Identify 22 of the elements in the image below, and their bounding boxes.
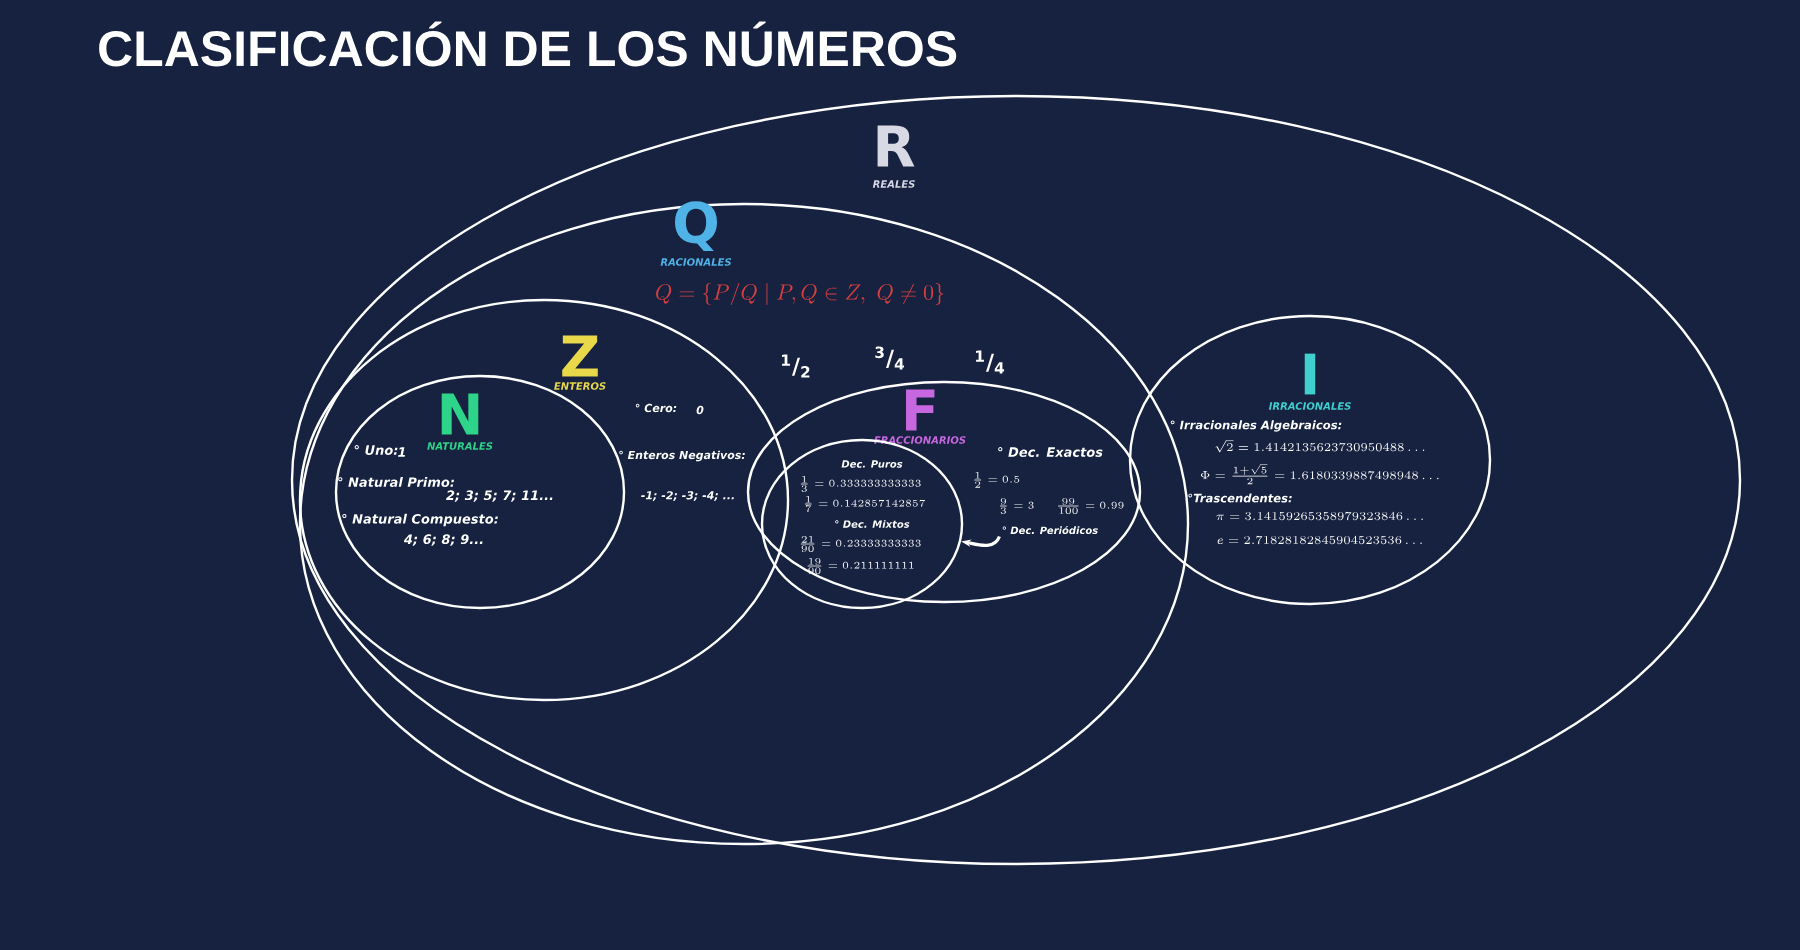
text-line: $\frac{1}{3}=0.333333333333$ — [800, 476, 921, 493]
fraction-label: $^{3}$/$_{4}$ — [875, 346, 905, 370]
text-line: $\pi=3.14159265358979323846\ldots$ — [1216, 511, 1423, 521]
text-line: $\frac{19}{90}=0.211111111$ — [807, 558, 914, 575]
fraction-label: $^{1}$/$_{4}$ — [976, 350, 1005, 374]
set-letter: I — [1304, 353, 1316, 395]
formula: $\frac{9}{3}=3$ — [999, 498, 1034, 515]
title: CLASIFICACIÓN DE LOS NÚMEROS — [99, 21, 957, 67]
formula: $\frac{1}{2}=0.5$ — [974, 472, 1020, 488]
text-line: $e=2.71828182845904523536\ldots$ — [1217, 535, 1422, 545]
set-letter: R — [877, 125, 915, 167]
fraction-label: $^{1}$/$_{2}$ — [782, 354, 810, 378]
set-letter: Q — [675, 201, 717, 251]
set-definition: $Q=\{P/Q \mid P,Q\in Z,\ Q\neq 0\}$ — [656, 283, 944, 305]
formula: $\frac{99}{100}=0.99$ — [1058, 498, 1124, 515]
text-line: $\sqrt{2}=1.4142135623730950488\ldots$ — [1215, 440, 1425, 453]
text-line: $\frac{1}{7}=0.142857142857$ — [804, 496, 926, 513]
set-letter: F — [906, 389, 935, 431]
set-letter: N — [441, 393, 479, 435]
text-line: $\frac{21}{90}=0.23333333333$ — [800, 536, 921, 553]
text-line: $\Phi=\frac{1+\sqrt{5}}{2}=1.6180339887498948\ldots$ — [1200, 464, 1439, 485]
set-letter: Z — [562, 335, 598, 377]
